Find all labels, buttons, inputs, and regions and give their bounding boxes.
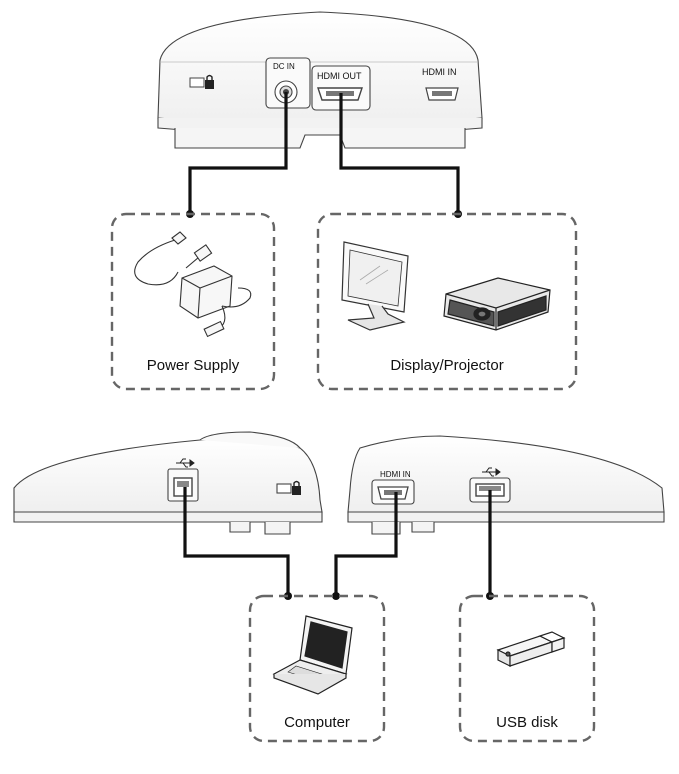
camera-side-view-left	[13, 431, 323, 535]
connection-lines-bottom	[183, 487, 492, 596]
usb-disk-icon	[496, 631, 566, 667]
hdmi-in-top-label: HDMI IN	[422, 67, 457, 77]
projector-icon	[443, 277, 551, 331]
power-supply-label: Power Supply	[146, 357, 240, 374]
power-supply-box	[110, 212, 276, 391]
laptop-icon	[272, 615, 353, 695]
hdmi-in-bottom-label: HDMI IN	[380, 470, 411, 479]
power-adapter-icon	[134, 231, 252, 338]
lock-icon	[205, 74, 214, 89]
usb-icon	[482, 467, 501, 477]
hdmi-out-label: HDMI OUT	[317, 71, 362, 81]
display-projector-label: Display/Projector	[390, 357, 504, 374]
monitor-icon	[341, 241, 409, 331]
dc-in-label: DC IN	[273, 62, 295, 71]
usb-disk-box	[458, 594, 596, 743]
connection-lines-top	[188, 92, 460, 214]
camera-rear-view	[157, 11, 483, 149]
usb-disk-label: USB disk	[496, 714, 558, 731]
computer-box	[248, 594, 386, 743]
usb-icon	[176, 458, 195, 468]
computer-label: Computer	[284, 714, 350, 731]
